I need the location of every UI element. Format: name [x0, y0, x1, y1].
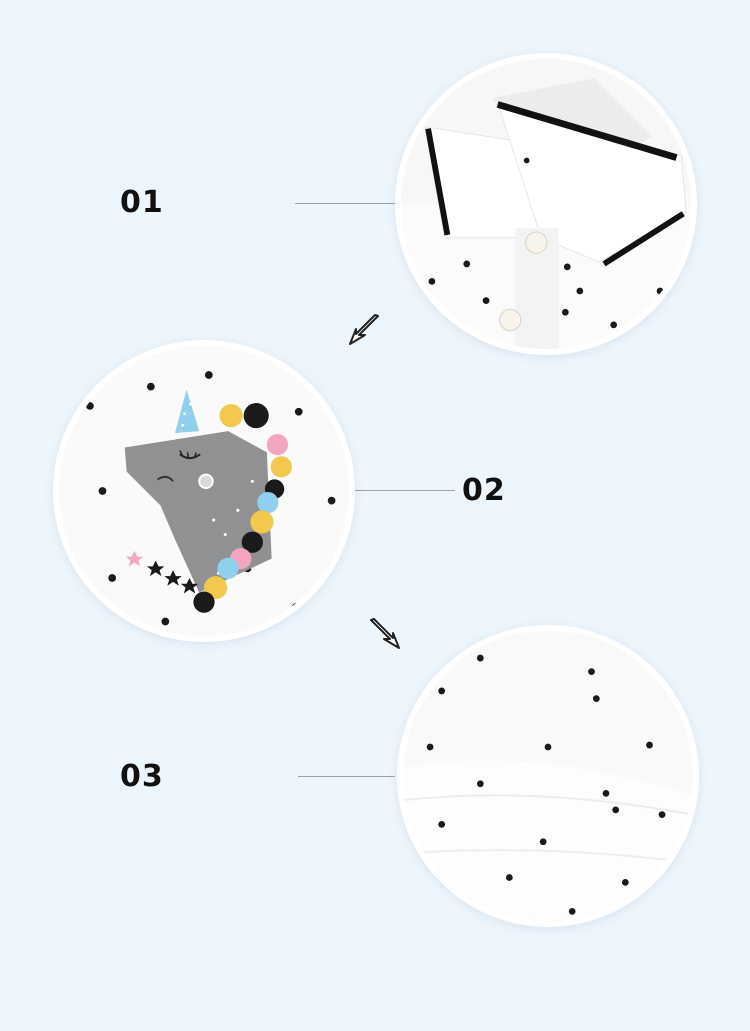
arrow-down-right-icon — [364, 614, 404, 654]
collar-detail-photo — [395, 53, 697, 355]
unicorn-print-detail-photo — [53, 340, 355, 642]
arrow-down-left-icon — [345, 310, 385, 350]
collar-illustration — [401, 59, 691, 349]
connector-line-02 — [355, 490, 455, 491]
detail-number-03: 03 — [120, 759, 164, 794]
sleeve-detail-photo — [397, 625, 699, 927]
unicorn-illustration — [59, 346, 349, 636]
detail-number-02: 02 — [462, 473, 506, 508]
sleeve-illustration — [403, 631, 693, 921]
connector-line-03 — [298, 776, 395, 777]
detail-number-01: 01 — [120, 185, 164, 220]
connector-line-01 — [295, 203, 395, 204]
